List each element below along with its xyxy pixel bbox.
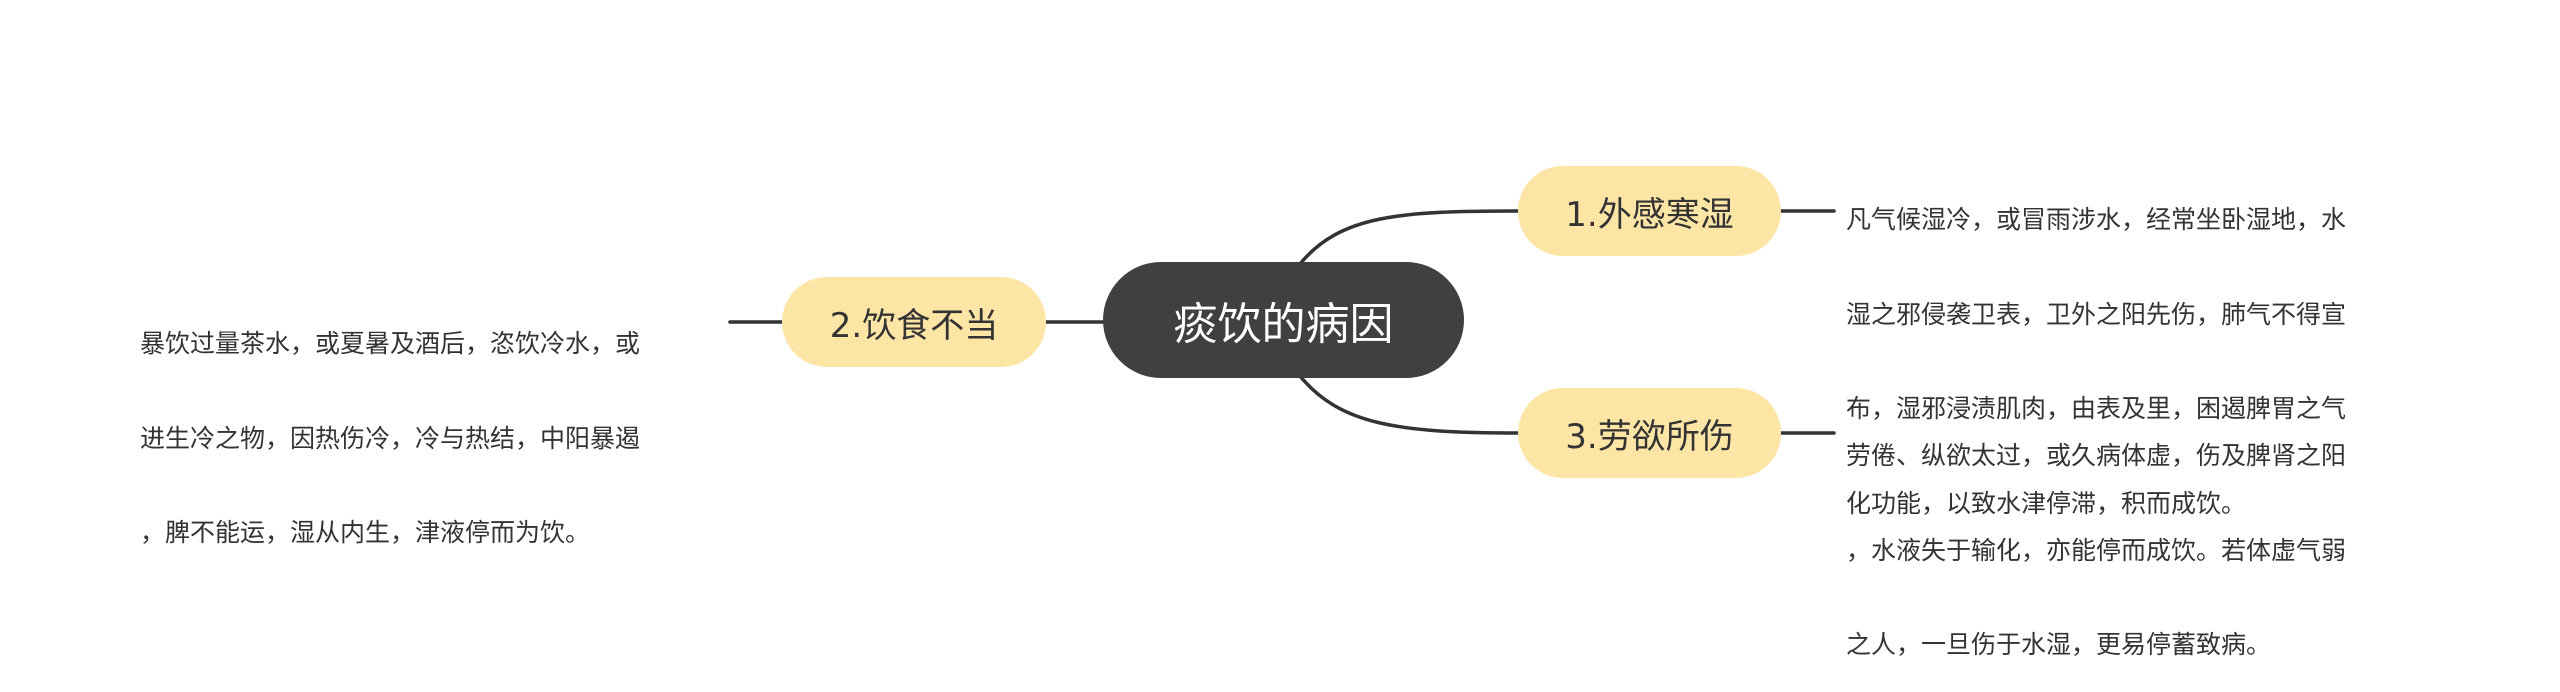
- branch-node-3-label: 3.劳欲所伤: [1565, 416, 1734, 457]
- branch-node-3[interactable]: 3.劳欲所伤: [1518, 388, 1781, 478]
- branch-node-1-label: 1.外感寒湿: [1565, 194, 1734, 235]
- leaf-detail-2: 暴饮过量茶水，或夏暑及酒后，恣饮冷水，或 进生冷之物，因热伤冷，冷与热结，中阳暴…: [140, 265, 640, 580]
- leaf-detail-3-line: 劳倦、纵欲太过，或久病体虚，伤及脾肾之阳: [1846, 441, 2347, 470]
- connector-root-to-branch-1: [1298, 209, 1520, 266]
- leaf-detail-2-line: ，脾不能运，湿从内生，津液停而为饮。: [140, 518, 591, 547]
- leaf-detail-2-line: 进生冷之物，因热伤冷，冷与热结，中阳暴遏: [140, 423, 641, 453]
- branch-node-1[interactable]: 1.外感寒湿: [1518, 166, 1781, 256]
- leaf-detail-3-line: 之人，一旦伤于水湿，更易停蓄致病。: [1846, 630, 2272, 659]
- connector-lines: [728, 209, 1836, 435]
- central-topic[interactable]: 痰饮的病因: [1103, 262, 1464, 378]
- leaf-detail-1-line: 湿之邪侵袭卫表，卫外之阳先伤，肺气不得宣: [1846, 299, 2347, 329]
- connector-root-to-branch-3: [1298, 374, 1520, 435]
- leaf-detail-2-line: 暴饮过量茶水，或夏暑及酒后，恣饮冷水，或: [140, 329, 641, 358]
- central-topic-label: 痰饮的病因: [1173, 299, 1394, 350]
- branch-node-2-label: 2.饮食不当: [829, 305, 999, 346]
- leaf-detail-3: 劳倦、纵欲太过，或久病体虚，伤及脾肾之阳 ，水液失于输化，亦能停而成饮。若体虚气…: [1846, 377, 2346, 692]
- branch-node-2[interactable]: 2.饮食不当: [782, 277, 1046, 367]
- leaf-detail-1: 凡气候湿冷，或冒雨涉水，经常坐卧湿地，水 湿之邪侵袭卫表，卫外之阳先伤，肺气不得…: [1846, 141, 2346, 551]
- leaf-detail-3-line: ，水液失于输化，亦能停而成饮。若体虚气弱: [1846, 535, 2347, 565]
- leaf-detail-1-line: 化功能，以致水津停滞，积而成饮。: [1846, 488, 2247, 518]
- leaf-detail-1-line: 布，湿邪浸渍肌肉，由表及里，困遏脾胃之气: [1846, 394, 2347, 423]
- leaf-detail-1-line: 凡气候湿冷，或冒雨涉水，经常坐卧湿地，水: [1846, 205, 2347, 234]
